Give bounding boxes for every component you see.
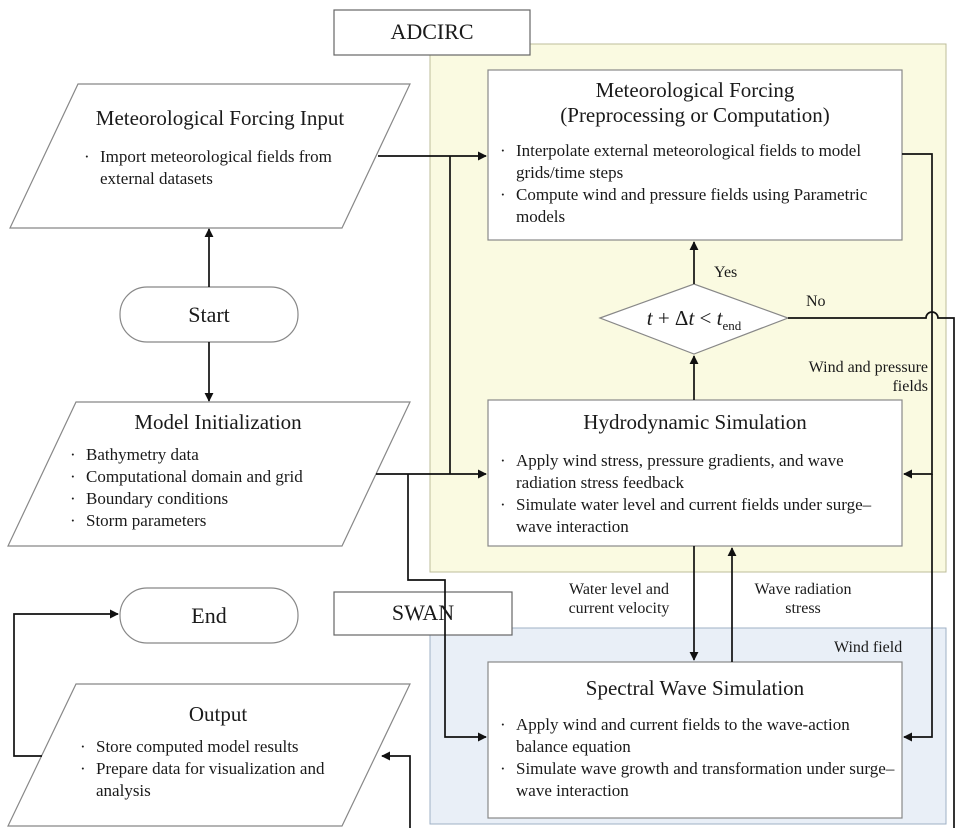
hydro-bullets: ·Apply wind stress, pressure gradients, …: [500, 450, 896, 538]
met-forcing-title-line1: Meteorological Forcing: [595, 78, 795, 102]
met-forcing-bullet-2: Compute wind and pressure fields using P…: [516, 185, 868, 226]
met-forcing-box: [487, 69, 903, 241]
arrow-forcing-to-spectral: [903, 474, 933, 742]
hydro-title: Hydrodynamic Simulation: [583, 410, 807, 434]
edge-label-wave-radiation: Wave radiation stress: [754, 581, 852, 617]
start-label: Start: [188, 302, 230, 327]
edge-label-yes: Yes: [714, 264, 738, 281]
output-shape: [7, 683, 411, 827]
met-forcing-title: Meteorological Forcing (Preprocessing or…: [488, 78, 902, 128]
met-forcing-title-line2: (Preprocessing or Computation): [560, 103, 830, 127]
edge-label-wind-pressure: Wind and pressure fields: [808, 359, 928, 395]
spectral-title: Spectral Wave Simulation: [585, 676, 805, 700]
edge-label-water-level: Water level and current velocity: [568, 581, 670, 617]
output-title: Output: [188, 702, 248, 726]
met-input-title: Meteorological Forcing Input: [95, 106, 345, 130]
arrow-forcing-to-hydro: [902, 153, 933, 479]
edge-label-no: No: [806, 293, 826, 310]
met-input-shape: [9, 83, 411, 229]
model-init-title: Model Initialization: [134, 410, 302, 434]
met-input-bullet-1: Import meteorological fields from extern…: [100, 147, 332, 188]
spectral-bullets: ·Apply wind and current fields to the wa…: [500, 715, 895, 800]
swan-tab: [333, 591, 513, 636]
swan-label: SWAN: [391, 600, 455, 625]
adcirc-label: ADCIRC: [390, 19, 474, 44]
model-init-shape: [7, 401, 411, 547]
spectral-bullet-1: Apply wind and current fields to the wav…: [516, 715, 850, 756]
end-label: End: [191, 603, 227, 628]
hydro-bullet-1: Apply wind stress, pressure gradients, a…: [516, 451, 844, 492]
edge-label-wind-field: Wind field: [834, 639, 903, 656]
output-bullet-2: Prepare data for visualization and analy…: [96, 759, 325, 800]
met-forcing-bullet-1: Interpolate external meteorological fiel…: [516, 141, 862, 182]
spectral-box: [487, 661, 903, 819]
model-init-bullet-1: Bathymetry data: [86, 445, 199, 464]
adcirc-tab: [333, 9, 531, 56]
model-init-bullet-2: Computational domain and grid: [86, 467, 303, 486]
output-bullets: ·Store computed model results ·Prepare d…: [80, 736, 360, 802]
model-init-bullet-4: Storm parameters: [86, 511, 207, 530]
hydro-box: [487, 399, 903, 547]
model-init-bullets: ·Bathymetry data ·Computational domain a…: [70, 445, 303, 530]
met-input-bullets: ·Import meteorological fields from exter…: [84, 146, 354, 190]
arrow-no-to-output: [788, 311, 955, 828]
arrow-init-to-spectral: [407, 474, 487, 742]
model-init-bullet-3: Boundary conditions: [86, 489, 229, 508]
arrow-output-to-end: [13, 609, 119, 757]
hydro-bullet-2: Simulate water level and current fields …: [516, 495, 872, 536]
arrow-output-return: [381, 751, 411, 828]
end-shape: [119, 587, 299, 644]
output-bullet-1: Store computed model results: [96, 737, 299, 756]
decision-label: t + Δt < tend: [646, 306, 742, 334]
met-forcing-bullets: ·Interpolate external meteorological fie…: [500, 140, 896, 228]
spectral-bullet-2: Simulate wave growth and transformation …: [516, 759, 895, 800]
